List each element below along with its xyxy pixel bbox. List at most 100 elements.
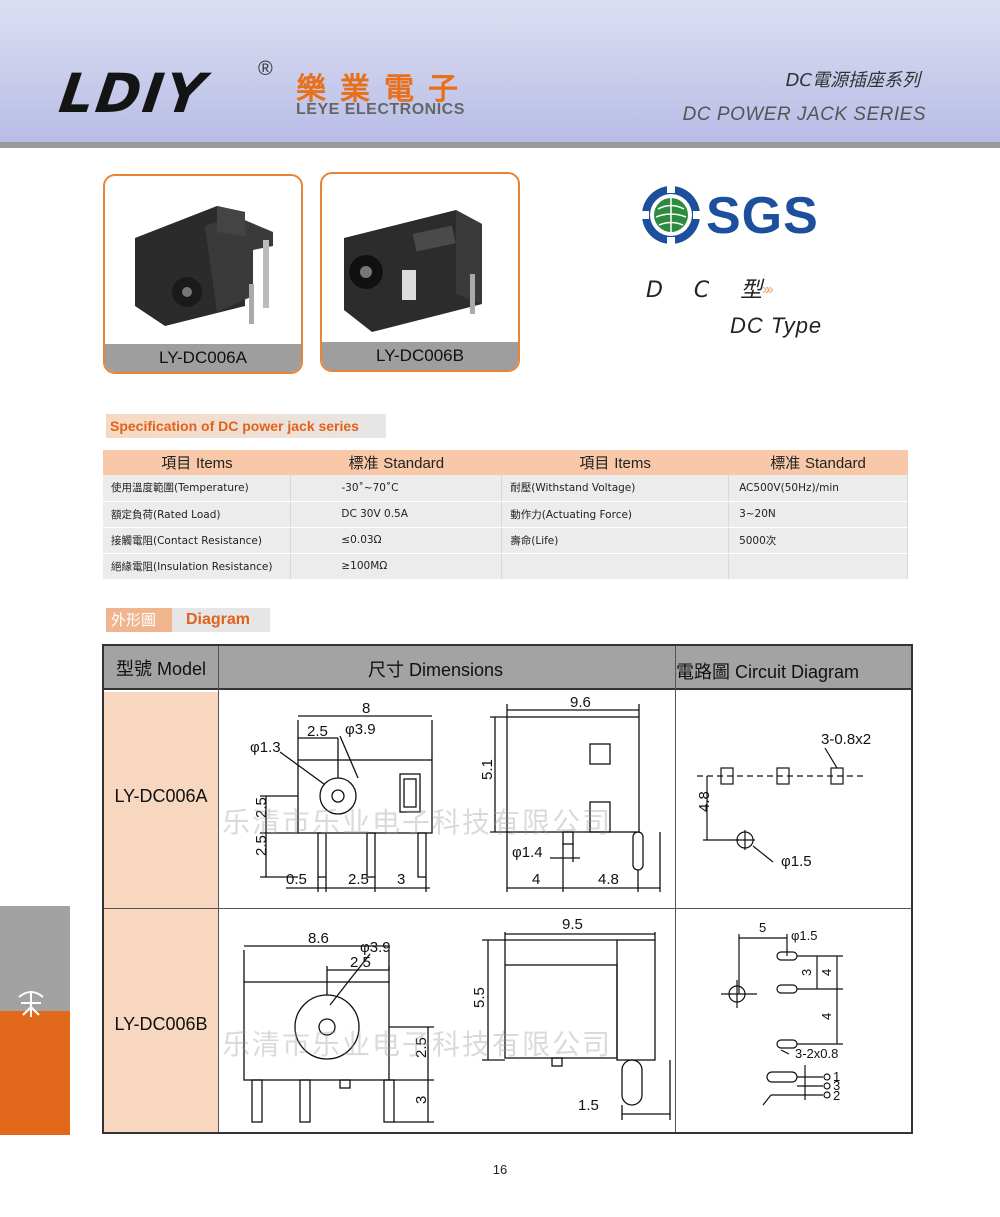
product-photo-a: LY-DC006A — [103, 174, 303, 374]
page-header-band — [0, 0, 1000, 142]
product-photo-b: LY-DC006B — [320, 172, 520, 372]
circuit-b-pin3: 3 — [833, 1078, 840, 1093]
diagram-table-header — [104, 646, 911, 690]
dim-b-width: 8.6 — [308, 930, 329, 947]
header-model: 型號 Model — [116, 659, 207, 679]
product-label-b: LY-DC006B — [322, 342, 518, 370]
dim-a-bottom1: 0.5 — [286, 871, 307, 888]
dim-a-height1: 2.5 — [253, 797, 270, 818]
row-divider — [104, 908, 911, 909]
dim-a-height2: 2.5 — [253, 835, 270, 856]
spec-item: 耐壓(Withstand Voltage) — [501, 475, 730, 502]
type-label-en: DC Type — [730, 313, 823, 338]
company-emblem-icon — [18, 991, 44, 1017]
registered-mark: ® — [258, 58, 273, 80]
spec-header-standard: 標准 Standard — [728, 450, 908, 475]
dim-a-side-width: 9.6 — [570, 694, 591, 711]
spec-table: 項目 Items 標准 Standard 項目 Items 標准 Standar… — [103, 450, 908, 580]
spec-value: 5000次 — [728, 527, 908, 554]
series-title-en: DC POWER JACK SERIES — [682, 104, 926, 125]
table-row: 絕緣電阻(Insulation Resistance) ≥100MΩ — [103, 553, 908, 580]
spec-value: ≤0.03Ω — [290, 527, 503, 554]
table-row: 額定負荷(Rated Load) DC 30V 0.5A 動作力(Actuati… — [103, 501, 908, 528]
circuit-b-width: 5 — [759, 920, 766, 935]
jack-a-image — [135, 206, 273, 326]
header-circuit: 電路圖 Circuit Diagram — [676, 662, 860, 682]
dim-b-height2: 3 — [413, 1096, 430, 1104]
spec-value: AC500V(50Hz)/min — [728, 475, 908, 502]
model-cell-b — [104, 909, 218, 1132]
dim-a-side-height: 5.1 — [479, 759, 496, 780]
diagram-section-title-en: Diagram — [172, 608, 270, 632]
circuit-b-v2: 4 — [819, 969, 834, 976]
sgs-globe-icon — [640, 184, 702, 246]
spec-item: 額定負荷(Rated Load) — [103, 501, 292, 528]
sgs-logo: SGS — [706, 187, 819, 245]
dim-a-offset: 2.5 — [307, 723, 328, 740]
dimension-drawing-b: 8.6 2.5 φ3.9 2.5 3 9.5 5.5 1.5 — [243, 916, 671, 1123]
diagram-table: 型號 Model 尺寸 Dimensions 電路圖 Circuit Diagr… — [102, 644, 913, 1134]
side-tab-accent — [0, 1011, 70, 1135]
circuit-b-v1: 3 — [799, 969, 814, 976]
product-label-a: LY-DC006A — [105, 344, 301, 372]
jack-b-image — [344, 210, 482, 332]
spec-header-row: 項目 Items 標准 Standard 項目 Items 標准 Standar… — [103, 450, 908, 475]
circuit-a-pad: 3-0.8x2 — [821, 731, 871, 748]
dim-a-bore: φ3.9 — [345, 721, 376, 738]
diagram-section-title-cn: 外形圖 — [106, 608, 172, 632]
header-dimensions: 尺寸 Dimensions — [368, 660, 504, 680]
circuit-a-height: 4.8 — [696, 791, 713, 812]
company-name-cn: 樂業電子 — [296, 72, 472, 107]
model-label-a: LY-DC006A — [114, 786, 208, 806]
model-cell-a — [104, 692, 218, 908]
dim-a-bottom3: 3 — [397, 871, 405, 888]
dim-a-bottom2: 2.5 — [348, 871, 369, 888]
spec-header-items: 項目 Items — [501, 450, 729, 475]
dim-b-height1: 2.5 — [413, 1037, 430, 1058]
page-number: 16 — [492, 1162, 508, 1177]
circuit-diagram-b: 5 φ1.5 3 4 4 3-2x0.8 1 3 2 — [721, 920, 843, 1106]
spec-item: 使用溫度範圍(Temperature) — [103, 475, 292, 502]
circuit-b-pad: 3-2x0.8 — [795, 1046, 838, 1061]
spec-value: -30˚~70˚C — [290, 475, 503, 502]
circuit-b-pin1: 1 — [833, 1069, 840, 1084]
dimension-drawing-a: 8 2.5 φ3.9 φ1.3 2.5 2.5 0.5 2.5 3 9.6 5.… — [250, 694, 661, 892]
series-title-cn: DC電源插座系列 — [785, 70, 920, 91]
circuit-diagram-a: 3-0.8x2 4.8 φ1.5 — [696, 731, 871, 870]
company-name-en: LEYE ELECTRONICS — [296, 101, 465, 118]
spec-header-items: 項目 Items — [103, 450, 291, 475]
spec-item: 動作力(Actuating Force) — [501, 501, 730, 528]
dim-b-side-height: 5.5 — [471, 987, 488, 1008]
table-row: 使用溫度範圍(Temperature) -30˚~70˚C 耐壓(Withsta… — [103, 475, 908, 502]
arrows-icon: »» — [762, 281, 774, 298]
dim-b-offset: 2.5 — [350, 954, 371, 971]
spec-value: DC 30V 0.5A — [290, 501, 503, 528]
dim-a-side-b2: 4.8 — [598, 871, 619, 888]
circuit-b-v3: 4 — [819, 1013, 834, 1020]
header-divider — [0, 142, 1000, 148]
watermark-b: 乐清市乐业电子科技有限公司 — [222, 1028, 613, 1061]
spec-section-title: Specification of DC power jack series — [106, 414, 386, 438]
spec-value: 3~20N — [728, 501, 908, 528]
watermark-a: 乐清市乐业电子科技有限公司 — [222, 806, 613, 839]
circuit-b-pin2: 2 — [833, 1088, 840, 1103]
company-logo: LDIY — [55, 62, 211, 125]
table-row: 接觸電阻(Contact Resistance) ≤0.03Ω 壽命(Life)… — [103, 527, 908, 554]
model-label-b: LY-DC006B — [114, 1014, 208, 1034]
dim-a-side-b1: 4 — [532, 871, 540, 888]
spec-item: 壽命(Life) — [501, 527, 730, 554]
spec-value — [728, 553, 908, 580]
type-label-cn: D C 型 — [646, 278, 775, 303]
dim-a-width: 8 — [362, 700, 370, 717]
dim-b-side-width: 9.5 — [562, 916, 583, 933]
spec-value: ≥100MΩ — [290, 553, 503, 580]
circuit-b-hole: φ1.5 — [791, 928, 818, 943]
dim-b-side-bottom: 1.5 — [578, 1097, 599, 1114]
spec-item: 絕緣電阻(Insulation Resistance) — [103, 553, 292, 580]
dim-b-bore: φ3.9 — [360, 939, 391, 956]
spec-item — [501, 553, 730, 580]
dim-a-side-pin: φ1.4 — [512, 844, 543, 861]
spec-header-standard: 標准 Standard — [290, 450, 502, 475]
dim-a-pin-dia: φ1.3 — [250, 739, 281, 756]
spec-item: 接觸電阻(Contact Resistance) — [103, 527, 292, 554]
